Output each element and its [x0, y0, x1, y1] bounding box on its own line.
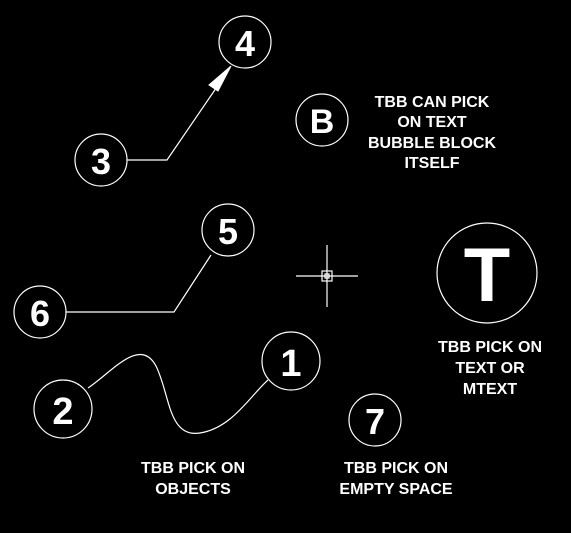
spline-object[interactable] [87, 353, 269, 434]
note-objects-line-2: OBJECTS [155, 481, 231, 498]
arrowhead-icon [208, 65, 232, 92]
note-text-bubble-line-2: ON TEXT [397, 114, 467, 131]
leader-6-to-5[interactable] [66, 254, 212, 313]
note-text-bubble-line-3: BUBBLE BLOCK [368, 135, 496, 152]
bubble-4[interactable]: 4 [218, 15, 272, 69]
bubble-t[interactable]: T [436, 222, 538, 324]
bubble-b-label: B [310, 103, 335, 141]
bubble-1-label: 1 [280, 343, 301, 385]
bubble-3-label: 3 [91, 141, 111, 182]
bubble-2[interactable]: 2 [33, 379, 93, 439]
note-empty-space[interactable]: TBB PICK ON EMPTY SPACE [339, 460, 453, 498]
bubble-5-label: 5 [218, 211, 238, 252]
note-empty-line-2: EMPTY SPACE [339, 481, 453, 498]
bubble-7[interactable]: 7 [348, 393, 402, 447]
note-text-or-mtext[interactable]: TBB PICK ON TEXT OR MTEXT [438, 339, 542, 398]
bubble-t-label: T [464, 233, 510, 318]
note-mtext-line-2: TEXT OR [455, 360, 525, 377]
note-objects[interactable]: TBB PICK ON OBJECTS [141, 460, 245, 498]
note-empty-line-1: TBB PICK ON [344, 460, 448, 477]
bubble-b[interactable]: B [295, 93, 349, 147]
note-text-bubble-line-4: ITSELF [404, 155, 459, 172]
note-mtext-line-3: MTEXT [463, 381, 517, 398]
bubble-4-label: 4 [235, 23, 255, 64]
bubble-7-label: 7 [365, 401, 385, 442]
note-text-bubble-line-1: TBB CAN PICK [375, 94, 490, 111]
bubble-2-label: 2 [52, 391, 73, 433]
note-objects-line-1: TBB PICK ON [141, 460, 245, 477]
bubble-5[interactable]: 5 [201, 203, 255, 257]
note-mtext-line-1: TBB PICK ON [438, 339, 542, 356]
bubble-3[interactable]: 3 [74, 133, 128, 187]
bubble-6[interactable]: 6 [13, 285, 67, 339]
crosshair-cursor-icon [296, 245, 358, 307]
bubble-1[interactable]: 1 [261, 331, 321, 391]
bubble-6-label: 6 [30, 293, 50, 334]
note-text-bubble-block[interactable]: TBB CAN PICK ON TEXT BUBBLE BLOCK ITSELF [368, 94, 496, 172]
leader-3-to-4[interactable] [127, 65, 232, 161]
